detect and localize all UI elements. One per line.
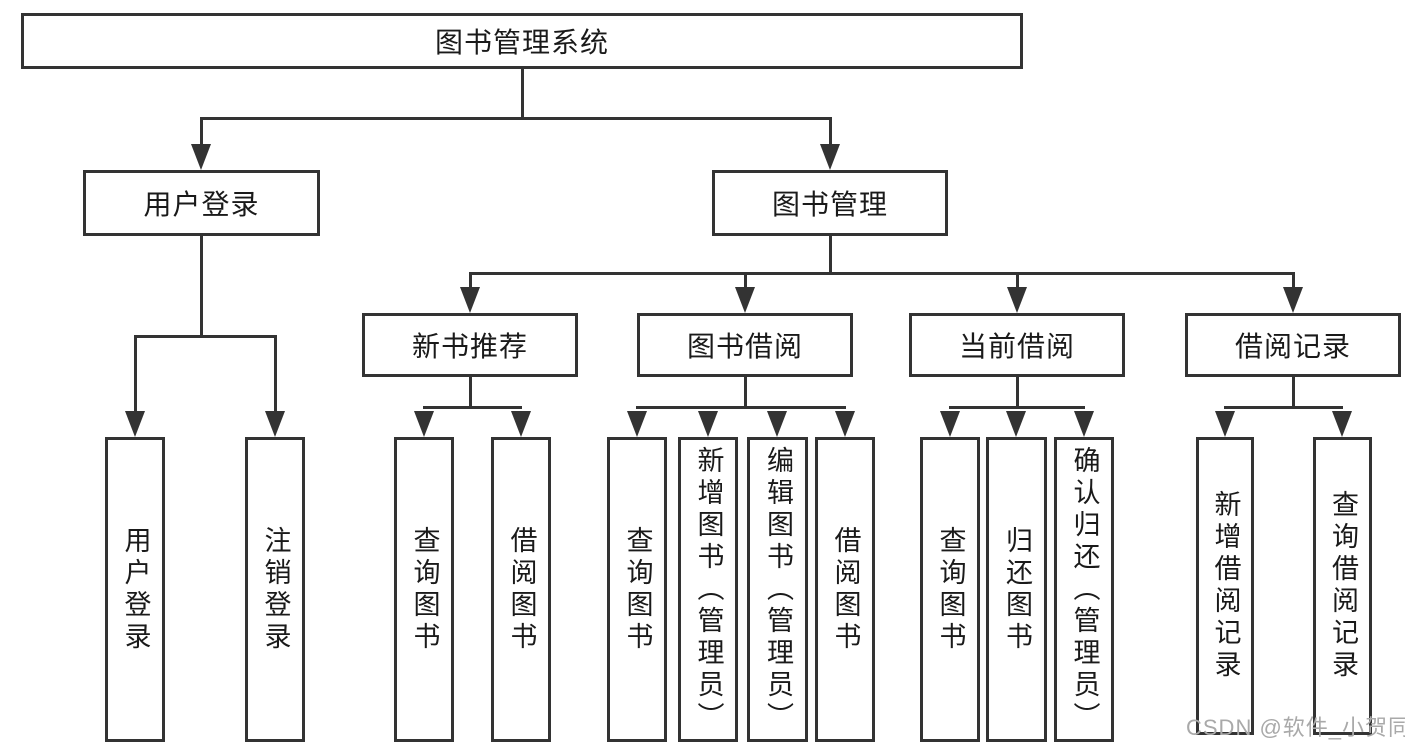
arrow-down-icon (627, 411, 647, 437)
arrow-down-icon (1074, 411, 1094, 437)
connector-line (1224, 406, 1343, 409)
connector-line (636, 406, 846, 409)
leaf-borrow-book: 借阅图书 (815, 437, 875, 742)
node-borrow-records: 借阅记录 (1185, 313, 1401, 377)
arrow-down-icon (125, 411, 145, 437)
node-system-root: 图书管理系统 (21, 13, 1023, 69)
arrow-down-icon (698, 411, 718, 437)
leaf-query-book-current: 查询图书 (920, 437, 980, 742)
leaf-edit-book-admin: 编辑图书（管理员） (747, 437, 808, 742)
connector-line (134, 335, 277, 338)
connector-line (1292, 377, 1295, 408)
csdn-watermark: CSDN @软件_小贺同学 (1186, 715, 1405, 740)
arrow-down-icon (511, 411, 531, 437)
arrow-down-icon (835, 411, 855, 437)
node-book-borrow: 图书借阅 (637, 313, 853, 377)
connector-line (134, 335, 137, 413)
arrow-down-icon (767, 411, 787, 437)
arrow-down-icon (1332, 411, 1352, 437)
node-book-management: 图书管理 (712, 170, 948, 236)
connector-line (1292, 272, 1295, 290)
leaf-query-borrow-record: 查询借阅记录 (1313, 437, 1372, 735)
arrow-down-icon (1007, 287, 1027, 313)
connector-line (744, 272, 747, 290)
leaf-logout: 注销登录 (245, 437, 305, 742)
arrow-down-icon (735, 287, 755, 313)
connector-line (469, 377, 472, 408)
connector-line (200, 236, 203, 338)
connector-line (521, 69, 524, 120)
connector-line (949, 406, 1085, 409)
arrow-down-icon (1215, 411, 1235, 437)
connector-line (1016, 377, 1019, 408)
leaf-add-borrow-record: 新增借阅记录 (1196, 437, 1254, 735)
connector-line (744, 377, 747, 408)
node-new-book-recommend: 新书推荐 (362, 313, 578, 377)
arrow-down-icon (414, 411, 434, 437)
connector-line (829, 117, 832, 147)
leaf-add-book-admin: 新增图书（管理员） (678, 437, 738, 742)
arrow-down-icon (1283, 287, 1303, 313)
connector-line (274, 335, 277, 413)
arrow-down-icon (191, 144, 211, 170)
node-user-login: 用户登录 (83, 170, 320, 236)
leaf-return-book: 归还图书 (986, 437, 1047, 742)
connector-line (829, 236, 832, 275)
leaf-borrow-book-recommend: 借阅图书 (491, 437, 551, 742)
arrow-down-icon (265, 411, 285, 437)
connector-line (1016, 272, 1019, 290)
connector-line (423, 406, 522, 409)
connector-line (200, 117, 831, 120)
leaf-user-login: 用户登录 (105, 437, 165, 742)
leaf-query-book-borrow: 查询图书 (607, 437, 667, 742)
leaf-query-book-recommend: 查询图书 (394, 437, 454, 742)
arrow-down-icon (1006, 411, 1026, 437)
leaf-confirm-return-admin: 确认归还（管理员） (1054, 437, 1114, 742)
arrow-down-icon (820, 144, 840, 170)
arrow-down-icon (940, 411, 960, 437)
node-current-borrow: 当前借阅 (909, 313, 1125, 377)
connector-line (469, 272, 1295, 275)
connector-line (200, 117, 203, 147)
connector-line (469, 272, 472, 290)
arrow-down-icon (460, 287, 480, 313)
